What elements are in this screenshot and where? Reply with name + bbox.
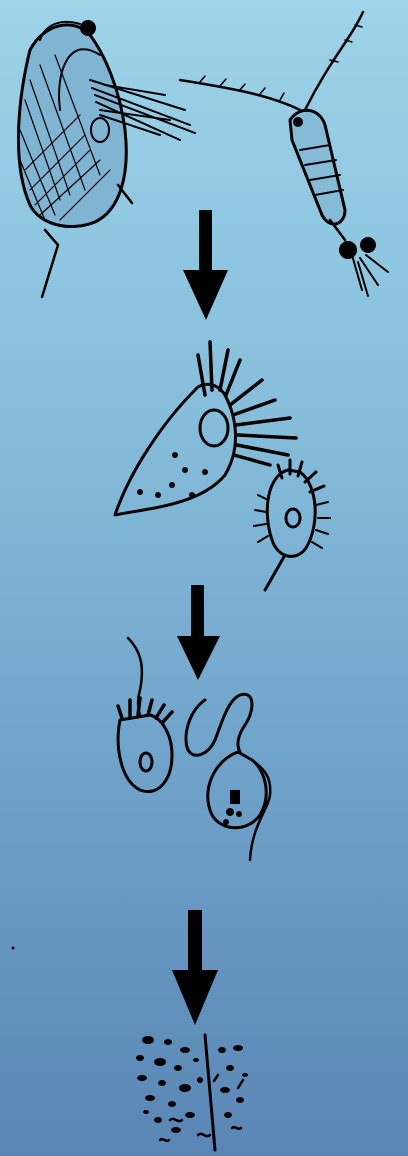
- speck: [12, 947, 15, 950]
- collared-flagellate: [118, 638, 172, 792]
- arrow-ciliates-to-flagellates: [177, 585, 220, 680]
- large-ciliate: [115, 342, 296, 515]
- bulb-flagellate: [208, 752, 270, 860]
- coiled-flagellate: [186, 694, 252, 755]
- arrow-zooplankton-to-ciliates: [183, 210, 228, 320]
- arrow-flagellates-to-bacteria: [172, 910, 218, 1025]
- daphnia: [18, 20, 195, 297]
- bacteria-cluster: [136, 1035, 248, 1150]
- small-ciliate: [254, 460, 330, 590]
